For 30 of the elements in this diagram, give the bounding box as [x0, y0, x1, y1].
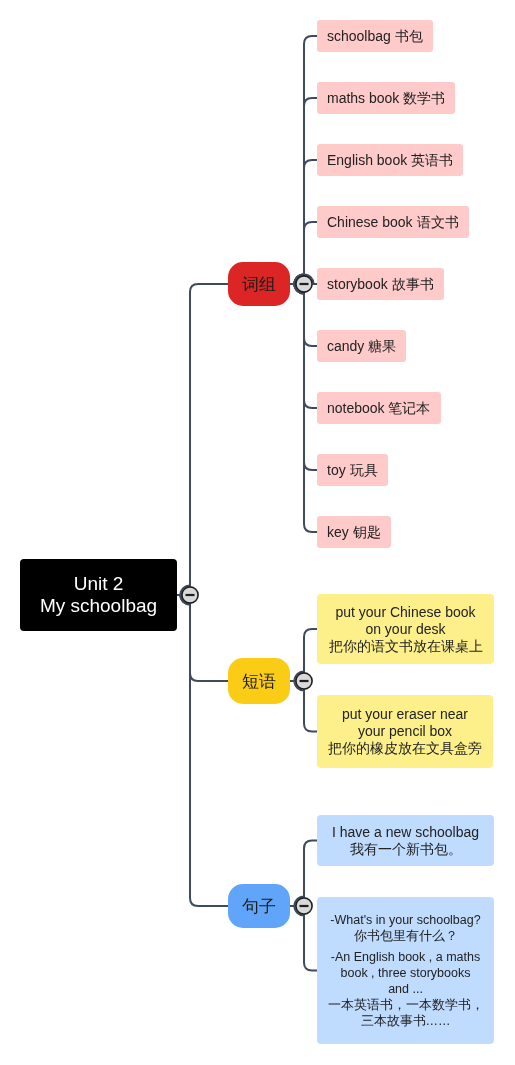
translation-text: 把你的橡皮放在文具盒旁	[328, 740, 482, 757]
root-box	[20, 559, 177, 631]
topic-pill: 词组	[228, 262, 290, 306]
connector-line	[176, 594, 229, 907]
word-tag: notebook 笔记本	[317, 392, 441, 424]
translation-text: 把你的语文书放在课桌上	[328, 637, 483, 655]
word-tag: key 钥匙	[317, 516, 391, 548]
translation-text: 一本英语书，一本数学书，三本故事书……	[326, 997, 485, 1029]
topic-pill: 短语	[228, 658, 290, 704]
phrase-text: put your Chinese book on your desk	[334, 603, 477, 638]
word-tag: toy 玩具	[317, 454, 388, 486]
title-text: My schoolbag	[39, 595, 158, 617]
word-tag: schoolbag 书包	[317, 20, 433, 52]
question-text: -What's in your schoolbag?	[330, 912, 481, 928]
word-tag: maths book 数学书	[317, 82, 456, 114]
topic-pill: 句子	[228, 884, 290, 928]
translation-text: 你书包里有什么？	[353, 928, 458, 944]
translation-text: 我有一个新书包。	[349, 840, 462, 858]
sentence-card	[317, 815, 494, 866]
unit-label: Unit 2	[73, 573, 124, 595]
phrase-text: put your eraser near your pencil box	[340, 706, 470, 740]
sentence-text: I have a new schoolbag	[331, 823, 480, 841]
word-tag: English book 英语书	[317, 144, 464, 176]
word-tag: Chinese book 语文书	[317, 206, 469, 238]
sentence-card	[317, 897, 494, 1044]
phrase-card	[317, 695, 493, 768]
word-tag: candy 糖果	[317, 330, 407, 362]
word-tag: storybook 故事书	[317, 268, 444, 300]
answer-text: -An English book , a maths book , three storybooks and ...	[329, 949, 482, 997]
phrase-card	[317, 594, 494, 664]
